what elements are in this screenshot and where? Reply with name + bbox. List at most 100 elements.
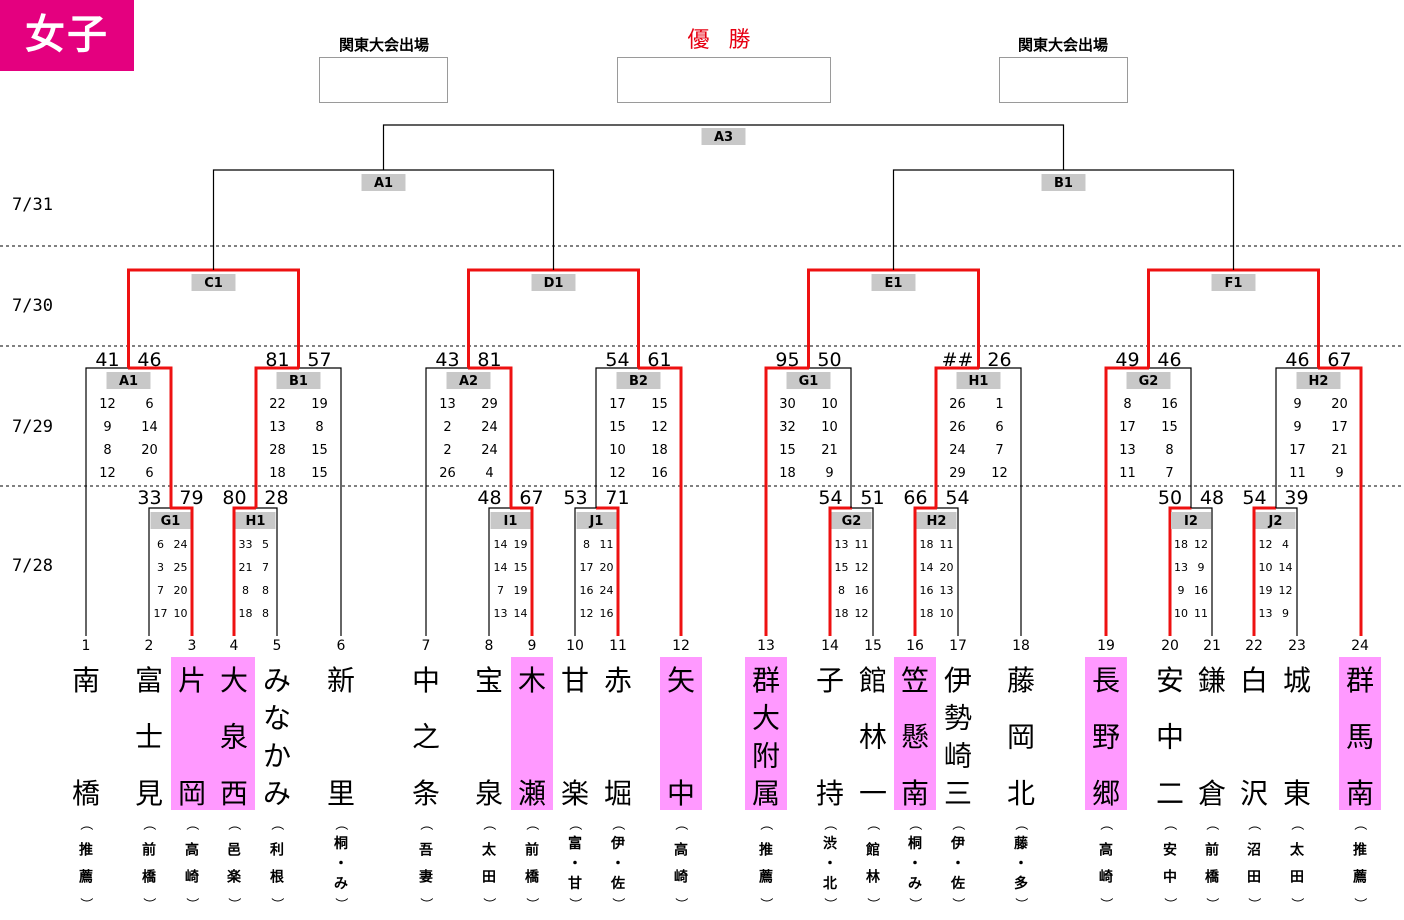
r3-q-left-2-2: 2 — [443, 443, 451, 458]
r4-q-right-4-1: 12 — [855, 561, 869, 574]
date-label-r4: 7/28 — [12, 556, 53, 576]
team-number-4: 4 — [230, 638, 239, 654]
r3-score-right-0: 46 — [137, 349, 161, 371]
team-name-char-13-3: 属 — [752, 777, 780, 810]
r3-win-line-3 — [638, 366, 683, 636]
team-name-char-23-0: 城 — [1283, 664, 1311, 697]
r3-score-right-4: 50 — [817, 349, 841, 371]
r4-q-left-5-3: 18 — [920, 607, 934, 620]
team-region-paren-3-3: ） — [184, 897, 199, 910]
team-name-char-20-0: 安 — [1156, 664, 1184, 697]
team-region-char-18-2: ・ — [1014, 856, 1028, 872]
team-name-char-10-2: 楽 — [561, 777, 589, 810]
r3-q-left-0-3: 12 — [99, 466, 116, 481]
team-region-char-7-2: 妻 — [419, 868, 433, 885]
team-name-char-7-0: 中 — [412, 664, 440, 697]
team-region-char-24-2: 薦 — [1353, 868, 1367, 885]
team-name-char-22-0: 白 — [1240, 664, 1268, 697]
r4-match-6-box — [1171, 512, 1211, 529]
team-name-char-1-2: 橋 — [72, 777, 100, 810]
team-region-paren-15-3: ） — [865, 897, 880, 910]
team-name-char-16-1: 懸 — [901, 721, 929, 754]
team-region-char-2-1: 前 — [142, 842, 156, 859]
team-name-char-3-1: 岡 — [178, 777, 206, 810]
r3-q-left-1-2: 28 — [269, 443, 286, 458]
r3-q-left-5-3: 29 — [949, 466, 966, 481]
team-name-char-2-2: 見 — [135, 777, 163, 810]
r3-score-left-0: 41 — [95, 349, 119, 371]
date-label-r2: 7/30 — [12, 296, 53, 316]
team-name-char-7-2: 条 — [412, 777, 440, 810]
team-region-paren-15-0: （ — [865, 817, 880, 830]
r4-q-left-7-0: 12 — [1259, 538, 1273, 551]
r4-match-4-label: G2 — [842, 514, 862, 529]
r3-q-right-3-2: 18 — [651, 443, 668, 458]
r3-q-right-7-0: 20 — [1331, 397, 1348, 412]
team-region-char-15-1: 館 — [865, 842, 880, 859]
final-match-label: A3 — [714, 130, 733, 145]
date-label-r3: 7/29 — [12, 417, 53, 437]
team-region-paren-5-0: （ — [269, 817, 284, 830]
r4-q-left-4-3: 18 — [835, 607, 849, 620]
r1-match-0-label: A1 — [374, 176, 393, 191]
team-name-char-13-0: 群 — [752, 664, 780, 697]
team-region-paren-19-3: ） — [1098, 897, 1113, 910]
team-region-char-11-2: ・ — [611, 856, 625, 872]
r4-q-left-0-3: 17 — [154, 607, 168, 620]
r4-q-right-6-2: 16 — [1194, 584, 1208, 597]
team-region-char-11-3: 佐 — [610, 875, 625, 892]
team-region-char-18-3: 多 — [1014, 875, 1028, 892]
team-number-9: 9 — [528, 638, 537, 654]
r3-match-1-label: B1 — [289, 374, 308, 389]
r4-q-right-1-2: 8 — [262, 584, 269, 597]
team-region-paren-4-3: ） — [226, 897, 241, 910]
r3-match-2-box — [446, 372, 491, 389]
team-name-char-1-1 — [72, 721, 100, 754]
team-region-char-22-1: 沼 — [1247, 843, 1261, 859]
r3-q-left-7-1: 9 — [1293, 420, 1301, 435]
team-region-char-10-3: 甘 — [568, 875, 582, 892]
team-name-char-18-1: 岡 — [1007, 721, 1035, 754]
team-region-char-6-2: ・ — [334, 856, 348, 872]
team-region-char-16-3: み — [908, 876, 922, 892]
r4-score-right-1: 28 — [264, 487, 288, 509]
r3-q-left-5-2: 24 — [949, 443, 966, 458]
team-name-char-10-0: 甘 — [561, 664, 589, 697]
r4-q-left-1-1: 21 — [239, 561, 253, 574]
qualify-slot-right — [999, 57, 1128, 103]
r3-q-left-3-1: 15 — [609, 420, 626, 435]
team-name-char-18-0: 藤 — [1007, 664, 1035, 697]
team-region-char-24-1: 推 — [1353, 842, 1367, 859]
team-region-paren-12-0: （ — [673, 817, 688, 830]
r4-q-right-3-0: 11 — [600, 538, 614, 551]
team-number-5: 5 — [273, 638, 282, 654]
r3-q-right-0-0: 6 — [145, 397, 153, 412]
team-region-paren-16-4: ） — [907, 897, 922, 910]
r4-q-left-7-2: 19 — [1259, 584, 1273, 597]
r4-q-left-6-2: 9 — [1178, 584, 1185, 597]
r4-match-0-box — [150, 512, 191, 529]
division-tag: 女子 — [0, 0, 134, 71]
team-number-24: 24 — [1351, 638, 1369, 654]
r4-q-right-1-1: 7 — [262, 561, 269, 574]
r4-q-left-2-0: 14 — [494, 538, 508, 551]
r4-q-right-5-1: 20 — [940, 561, 954, 574]
team-name-char-14-2: 持 — [816, 777, 844, 810]
r4-q-right-7-3: 9 — [1282, 607, 1289, 620]
r4-q-left-4-0: 13 — [835, 538, 849, 551]
r4-match-6-label: I2 — [1184, 514, 1198, 529]
r3-q-right-4-1: 10 — [821, 420, 838, 435]
team-number-2: 2 — [145, 638, 154, 654]
r4-q-right-3-1: 20 — [600, 561, 614, 574]
team-region-char-9-2: 橋 — [525, 868, 540, 885]
team-number-18: 18 — [1012, 638, 1030, 654]
r3-q-right-6-2: 8 — [1165, 443, 1173, 458]
r3-score-right-3: 61 — [647, 349, 671, 371]
team-region-char-21-1: 前 — [1205, 842, 1219, 859]
team-name-char-5-1: な — [263, 702, 291, 735]
team-region-char-4-1: 邑 — [227, 843, 241, 859]
r3-score-right-2: 81 — [477, 349, 501, 371]
team-name-char-5-2: か — [263, 739, 291, 772]
team-name-char-22-1 — [1240, 721, 1268, 754]
